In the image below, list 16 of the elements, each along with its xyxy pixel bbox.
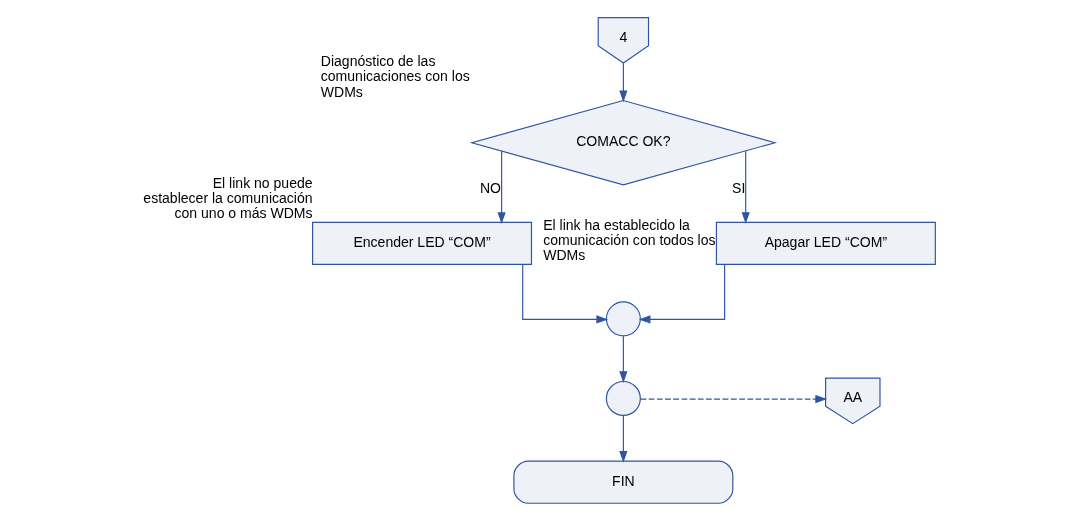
- arrow: [497, 150, 506, 225]
- node-circle: [605, 301, 641, 337]
- node-box: FIN: [513, 460, 734, 504]
- node-box: Encender LED “COM”: [312, 221, 533, 266]
- node-label: Diagnóstico de las comunicaciones con los WDMs: [320, 53, 470, 100]
- arrow: [640, 394, 828, 404]
- node-label: El link no puede establecer la comunicación con uno o más WDMs: [143, 174, 313, 222]
- arrow: [619, 415, 628, 463]
- node-circle: [605, 380, 641, 417]
- arrow: [619, 335, 628, 383]
- arrow: [741, 150, 750, 224]
- node-box: Apagar LED “COM”: [715, 221, 936, 266]
- arrow: [619, 62, 628, 103]
- arrow: [522, 264, 609, 324]
- arrow: [638, 264, 726, 324]
- node-label: El link ha establecido la comunicación con todos los WDMs: [543, 217, 716, 264]
